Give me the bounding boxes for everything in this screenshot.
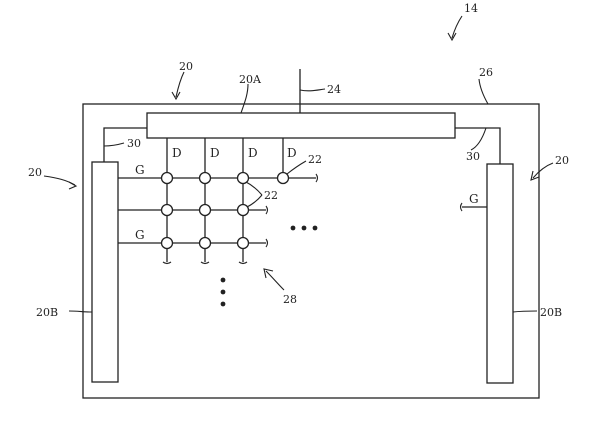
row-driver-label: 20A <box>239 73 262 86</box>
gate-label-row-3: G <box>135 228 145 242</box>
pixel-array <box>160 171 290 250</box>
column-driver-left-label: 20B <box>36 306 58 319</box>
column-driver-right-label: 20B <box>540 306 562 319</box>
gate-lines <box>118 177 316 244</box>
display-ref-top-label: 20 <box>179 60 193 73</box>
pixel-node <box>198 203 212 217</box>
pixel-node <box>198 236 212 250</box>
path-label-left: 30 <box>127 137 141 150</box>
pixel-label-lower: 22 <box>264 189 278 202</box>
array-label: 28 <box>283 293 297 306</box>
path-30-left <box>103 127 147 162</box>
gate-stub-right-squiggle <box>459 202 463 212</box>
display-ref-right-label: 20 <box>555 154 569 167</box>
column-driver-right-20b <box>486 163 514 384</box>
pixel-node <box>160 236 174 250</box>
pixel-node <box>236 171 250 185</box>
pixel-node <box>276 171 290 185</box>
pixel-node <box>160 203 174 217</box>
column-driver-left-20b <box>91 161 119 383</box>
ellipsis-vertical <box>220 277 226 307</box>
pixel-node <box>236 236 250 250</box>
line-continuation-marks <box>162 173 319 265</box>
display-ref-left-label: 20 <box>28 166 42 179</box>
substrate-label: 26 <box>479 66 493 79</box>
pixel-label-upper: 22 <box>308 153 322 166</box>
data-label-col-1: D <box>172 146 182 160</box>
path-label-right: 30 <box>466 150 480 163</box>
gate-label-row-1: G <box>135 163 145 177</box>
input-line-label: 24 <box>327 83 341 96</box>
pixel-node <box>160 171 174 185</box>
data-label-col-2: D <box>210 146 220 160</box>
figure-ref-label: 14 <box>464 2 478 15</box>
leader-lines <box>43 15 554 313</box>
pixel-node <box>236 203 250 217</box>
path-30-right <box>455 127 501 164</box>
display-substrate-border <box>82 103 540 399</box>
gate-label-right: G <box>469 192 479 206</box>
ellipsis-horizontal <box>290 225 318 231</box>
pixel-node <box>198 171 212 185</box>
data-label-col-3: D <box>248 146 258 160</box>
data-label-col-4: D <box>287 146 297 160</box>
row-driver-20a <box>146 112 456 139</box>
